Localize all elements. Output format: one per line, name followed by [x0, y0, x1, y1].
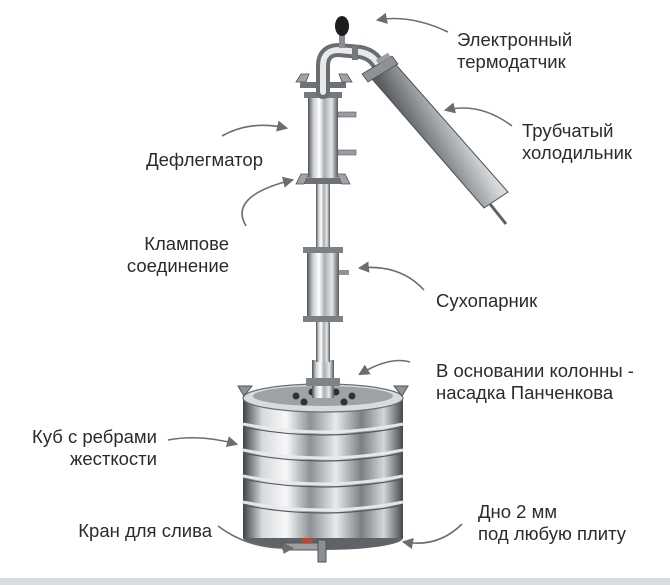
- bottom-strip: [0, 578, 670, 585]
- callout-arrows: [167, 12, 513, 555]
- column-base-flange: [306, 378, 340, 386]
- electronic-thermosensor: [335, 16, 349, 48]
- tank-handle-right: [392, 385, 409, 397]
- dry-steamer: [303, 247, 349, 322]
- tank-ribs: [242, 422, 404, 512]
- label-column-base: В основании колонны -насадка Панченкова: [436, 360, 634, 403]
- label-drain-valve: Кран для слива: [78, 520, 212, 541]
- tube-condenser: [361, 52, 509, 225]
- tank: [237, 383, 409, 563]
- label-dephlegmator: Дефлегматор: [146, 149, 263, 170]
- label-dry-steamer: Сухопарник: [436, 290, 538, 311]
- tank-handle-left: [237, 385, 254, 397]
